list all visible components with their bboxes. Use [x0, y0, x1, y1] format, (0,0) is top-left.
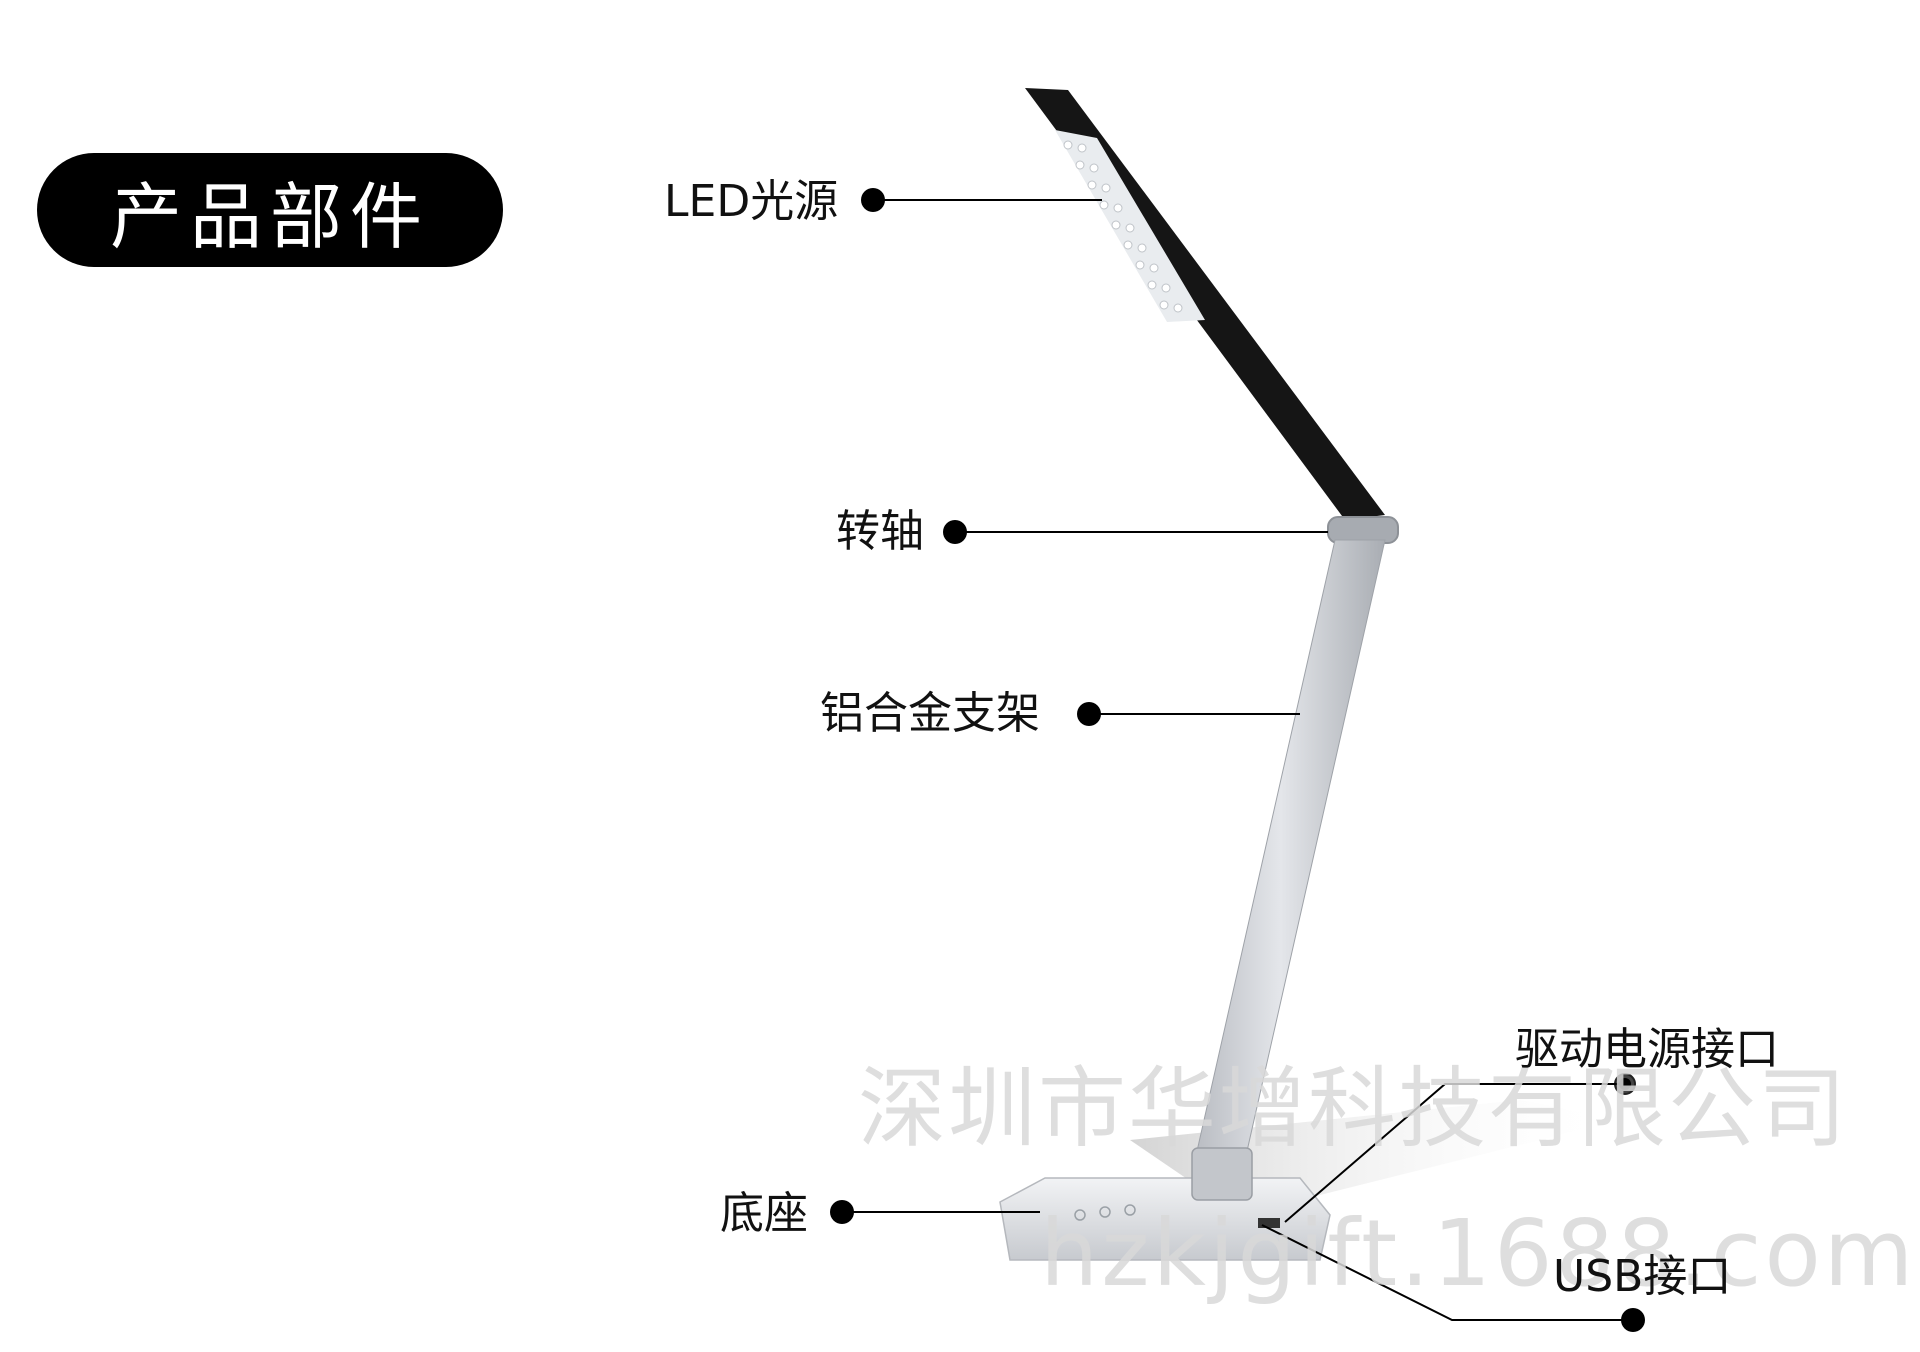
- watermark-url: hzkjgift.1688.com: [1040, 1200, 1917, 1307]
- label-led-light-source: LED光源: [664, 176, 839, 227]
- touch-buttons: [1074, 1204, 1136, 1221]
- label-usb-port: USB接口: [1553, 1251, 1732, 1302]
- leader-dot-power: [1619, 1078, 1631, 1090]
- hinge-joint: [1327, 516, 1399, 544]
- leader-dot-arm: [1077, 702, 1101, 726]
- leader-dot-led: [861, 188, 885, 212]
- label-aluminum-arm: 铝合金支架: [820, 688, 1040, 739]
- section-title-badge: 产品部件: [37, 153, 503, 267]
- section-title: 产品部件: [109, 174, 430, 259]
- leader-dot-hinge: [943, 520, 967, 544]
- label-power-port: 驱动电源接口: [1515, 1024, 1779, 1075]
- leader-dot-base: [830, 1200, 854, 1224]
- led-dots: [1063, 140, 1183, 313]
- leader-line-power: [1284, 1083, 1625, 1223]
- usb-port: [1258, 1218, 1280, 1228]
- watermark-company: 深圳市华增科技有限公司: [858, 1057, 1849, 1160]
- leader-line-usb: [1261, 1224, 1633, 1321]
- leader-dot-usb: [1621, 1308, 1645, 1332]
- label-hinge: 转轴: [836, 506, 924, 557]
- label-base: 底座: [720, 1188, 808, 1239]
- base-pivot: [1191, 1147, 1253, 1201]
